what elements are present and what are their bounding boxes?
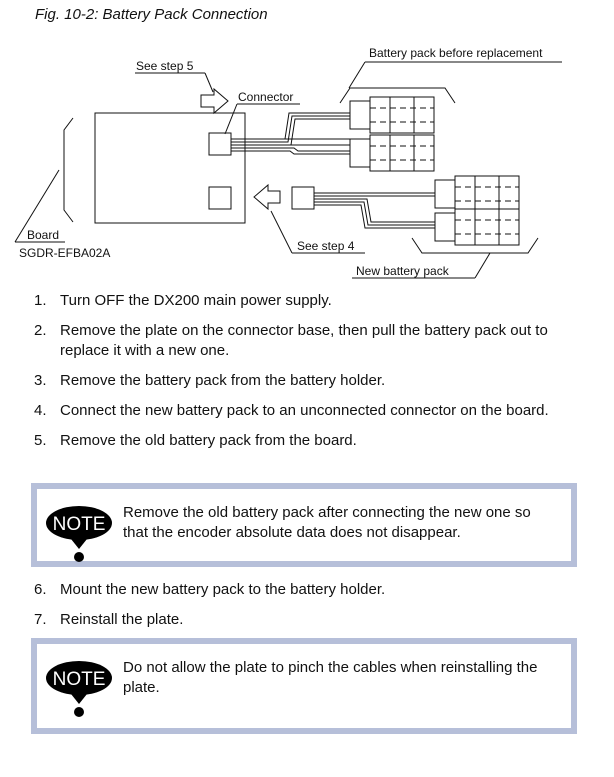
- board: [94, 112, 246, 224]
- board-connector-bottom: [208, 186, 232, 210]
- list-item: 3.Remove the battery pack from the batte…: [34, 372, 386, 389]
- note-text: Do not allow the plate to pinch the cabl…: [123, 659, 538, 696]
- svg-text:NOTE: NOTE: [53, 669, 106, 690]
- list-item: 6.Mount the new battery pack to the batt…: [34, 581, 386, 598]
- see-step-4-label: See step 4: [297, 239, 355, 253]
- list-item: 7.Reinstall the plate.: [34, 611, 184, 628]
- note-box-1: NOTE Remove the old battery pack after c…: [31, 483, 577, 567]
- arrow-see-step-4: [253, 183, 281, 211]
- figure-caption: Fig. 10-2: Battery Pack Connection: [35, 6, 268, 23]
- board-bracket: [63, 117, 74, 223]
- note-icon: NOTE: [46, 506, 112, 562]
- note-icon: NOTE: [46, 661, 112, 717]
- battery-before-label: Battery pack before replacement: [369, 46, 543, 60]
- new-battery-pack-2: [434, 208, 520, 246]
- list-item: 5.Remove the old battery pack from the b…: [34, 432, 357, 449]
- svg-text:NOTE: NOTE: [53, 514, 106, 535]
- arrow-see-step-5: [200, 87, 229, 115]
- steps-list-1: 1.Turn OFF the DX200 main power supply. …: [34, 291, 574, 461]
- battery-connection-diagram: Board SGDR-EFBA02A See step 5 Connector: [14, 46, 562, 279]
- board-code-label: SGDR-EFBA02A: [19, 246, 110, 260]
- steps-list-2: 6.Mount the new battery pack to the batt…: [34, 580, 574, 640]
- see-step-5-label: See step 5: [136, 59, 194, 73]
- new-battery-cables: [314, 192, 435, 229]
- board-label: Board: [27, 228, 59, 242]
- new-battery-pack-1: [434, 175, 520, 213]
- list-item: 1.Turn OFF the DX200 main power supply.: [34, 292, 332, 309]
- connector-label: Connector: [238, 90, 293, 104]
- note-text: Remove the old battery pack after connec…: [123, 504, 531, 541]
- board-connector-top: [208, 132, 232, 156]
- list-item: 2.Remove the plate on the connector base…: [34, 322, 548, 359]
- old-battery-cables: [231, 112, 350, 155]
- note-box-2: NOTE Do not allow the plate to pinch the…: [31, 638, 577, 734]
- old-battery-pack-1: [349, 96, 435, 134]
- new-battery-label: New battery pack: [356, 264, 450, 278]
- old-battery-pack-2: [349, 134, 435, 172]
- new-battery-plug: [291, 186, 315, 210]
- list-item: 4.Connect the new battery pack to an unc…: [34, 402, 549, 419]
